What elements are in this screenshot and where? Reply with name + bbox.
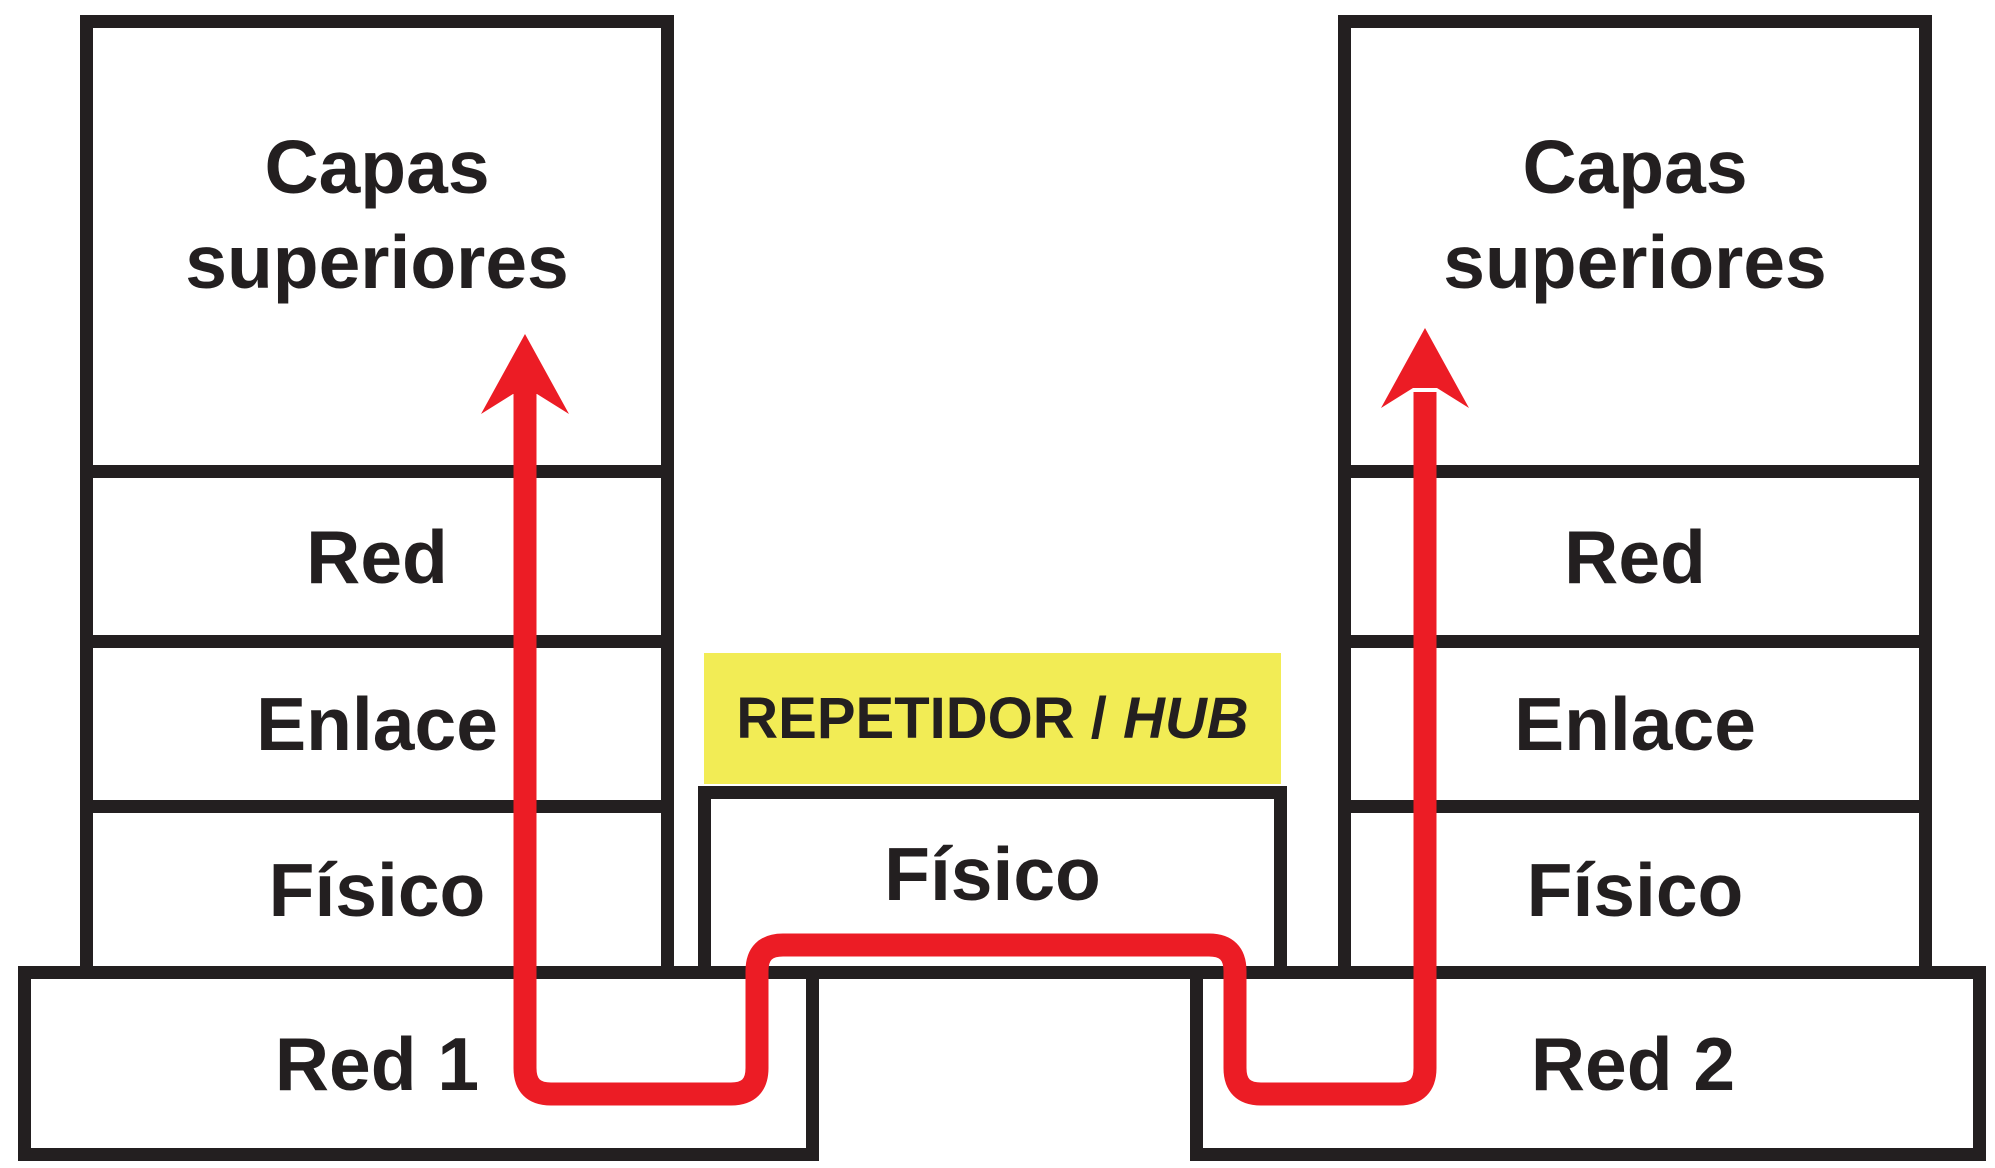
upper-layers-right-line2: superiores bbox=[1443, 220, 1827, 304]
network-layer-left: Red bbox=[93, 465, 661, 635]
physical-layer-left: Físico bbox=[93, 800, 661, 966]
network-layer-right: Red bbox=[1351, 465, 1919, 635]
repeater-hub-banner-text-italic: HUB bbox=[1123, 686, 1249, 751]
upper-layers-right-line1: Capas bbox=[1522, 125, 1748, 209]
network-1-box: Red 1 bbox=[18, 966, 819, 1161]
upper-layers-left: Capas superiores bbox=[93, 28, 661, 465]
physical-layer-right: Físico bbox=[1351, 800, 1919, 966]
network-1-label: Red 1 bbox=[274, 1021, 480, 1106]
device-stack-right: Capas superiores Red Enlace Físico bbox=[1338, 15, 1932, 979]
link-layer-left: Enlace bbox=[93, 635, 661, 800]
hub-physical-label: Físico bbox=[884, 831, 1101, 916]
network-2-box: Red 2 bbox=[1190, 966, 1986, 1161]
upper-layers-right: Capas superiores bbox=[1351, 28, 1919, 465]
network-2-label: Red 2 bbox=[1530, 1021, 1736, 1106]
repeater-hub-banner-text: REPETIDOR / bbox=[736, 686, 1124, 751]
repeater-hub-banner: REPETIDOR / HUB bbox=[704, 653, 1281, 784]
link-layer-right: Enlace bbox=[1351, 635, 1919, 800]
device-stack-left: Capas superiores Red Enlace Físico bbox=[80, 15, 674, 979]
upper-layers-left-line2: superiores bbox=[185, 220, 569, 304]
hub-physical-box: Físico bbox=[698, 786, 1287, 979]
upper-layers-left-line1: Capas bbox=[264, 125, 490, 209]
